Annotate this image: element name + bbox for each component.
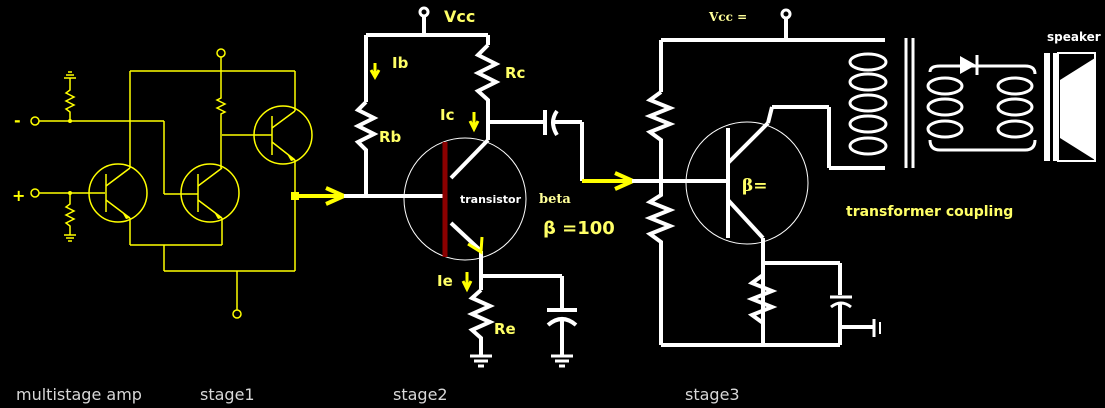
speaker-icon xyxy=(1044,52,1096,162)
resistor-t2-collector xyxy=(215,95,227,168)
transformer-secondary-coil xyxy=(926,76,1034,139)
signal-arrow-1 xyxy=(299,186,445,206)
input-plus-label: + xyxy=(12,186,25,205)
speaker-label: speaker xyxy=(1047,30,1101,44)
rc-label: Rc xyxy=(505,64,525,82)
vcc-terminal-stage2 xyxy=(418,6,430,18)
transistor-t1 xyxy=(88,163,148,223)
vcc-stage3-label: Vcc = xyxy=(708,10,747,24)
caption-title: multistage amp xyxy=(16,385,142,404)
beta-word-label: beta xyxy=(539,192,571,207)
ib-label: Ib xyxy=(392,54,409,72)
caption-stage2: stage2 xyxy=(393,385,448,404)
input-minus-label: - xyxy=(14,111,21,130)
resistor-r1 xyxy=(644,90,676,188)
beta-stage3-label: β= xyxy=(742,176,768,196)
transistor-t2 xyxy=(180,163,240,223)
resistor-re xyxy=(467,288,495,355)
beta-value-label: β =100 xyxy=(543,218,615,239)
transistor-label: transistor xyxy=(460,193,522,206)
stage1-circuit xyxy=(30,48,313,319)
resistor-re-stage3 xyxy=(746,273,778,345)
signal-arrow-2 xyxy=(582,171,638,191)
caption-stage3: stage3 xyxy=(685,385,740,404)
ground-terminal-stage1 xyxy=(232,309,242,319)
rb-label: Rb xyxy=(379,128,402,146)
re-label: Re xyxy=(494,320,516,338)
transistor-stage2-outline xyxy=(403,137,527,261)
vcc-terminal-stage3 xyxy=(780,8,792,20)
transformer-primary-coil xyxy=(848,52,888,156)
diode-icon xyxy=(960,56,976,74)
stage2-circuit xyxy=(353,6,584,368)
resistor-r2 xyxy=(644,188,676,345)
resistor-plus xyxy=(64,193,76,235)
stage1-arrows xyxy=(68,119,299,219)
transformer-coupling-label: transformer coupling xyxy=(846,204,1013,220)
current-arrows xyxy=(369,63,484,293)
input-plus-terminal xyxy=(30,188,40,198)
resistor-rb xyxy=(353,100,379,196)
vcc-terminal-stage1 xyxy=(216,48,226,58)
caption-stage1: stage1 xyxy=(200,385,255,404)
ie-label: Ie xyxy=(437,272,453,290)
stage3-circuit xyxy=(632,8,1037,347)
input-minus-terminal xyxy=(30,116,40,126)
ic-label: Ic xyxy=(440,106,454,124)
vcc-label: Vcc xyxy=(444,7,475,26)
transistor-stage3-outline xyxy=(685,121,809,245)
resistor-rc xyxy=(473,43,501,140)
resistor-minus xyxy=(64,78,76,121)
